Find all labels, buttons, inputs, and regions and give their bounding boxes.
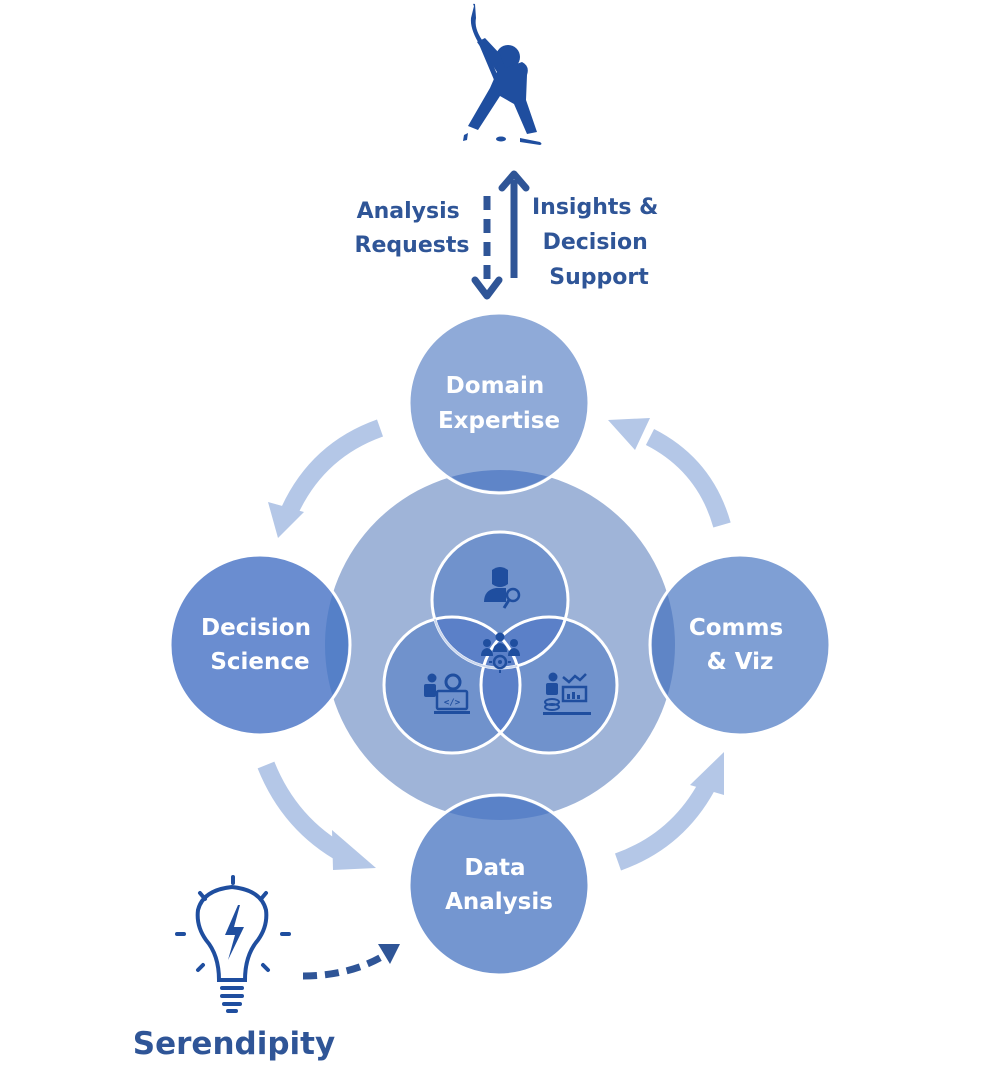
serendipity-arrow (302, 944, 400, 980)
flow-arrow-domain-to-decision (268, 419, 384, 538)
flow-arrow-decision-to-data (257, 761, 376, 870)
svg-text:Decision Science: Decision Science (201, 615, 319, 675)
support-label: Insights & Decision Support (532, 195, 666, 290)
request-label: Analysis Requests (355, 199, 470, 258)
venn-circle-right (479, 615, 619, 755)
hockey-player-icon (463, 3, 542, 145)
venn-circle-left (382, 615, 522, 755)
insights-arrow (498, 170, 530, 278)
lightbulb-lightning-icon (175, 875, 291, 1013)
svg-text:Data Analysis: Data Analysis (445, 855, 553, 915)
analyst-dashboard-icon (543, 672, 591, 715)
svg-text:Domain Expertise: Domain Expertise (438, 373, 560, 434)
svg-text:Comms & Viz: Comms & Viz (689, 615, 791, 675)
serendipity-label: Serendipity (133, 1026, 335, 1062)
node-data-analysis: Data Analysis (407, 793, 591, 977)
person-search-icon (484, 567, 521, 609)
team-collaboration-icon (481, 632, 520, 673)
node-comms-viz: Comms & Viz (648, 553, 832, 737)
developer-code-icon: </> (424, 673, 470, 714)
svg-text:</>: </> (444, 698, 461, 708)
request-arrow (471, 196, 503, 300)
flow-arrow-data-to-comms (614, 752, 724, 871)
flow-arrow-comms-to-domain (608, 418, 731, 528)
node-decision-science: Decision Science (168, 553, 352, 737)
node-domain-expertise: Domain Expertise (407, 311, 591, 495)
